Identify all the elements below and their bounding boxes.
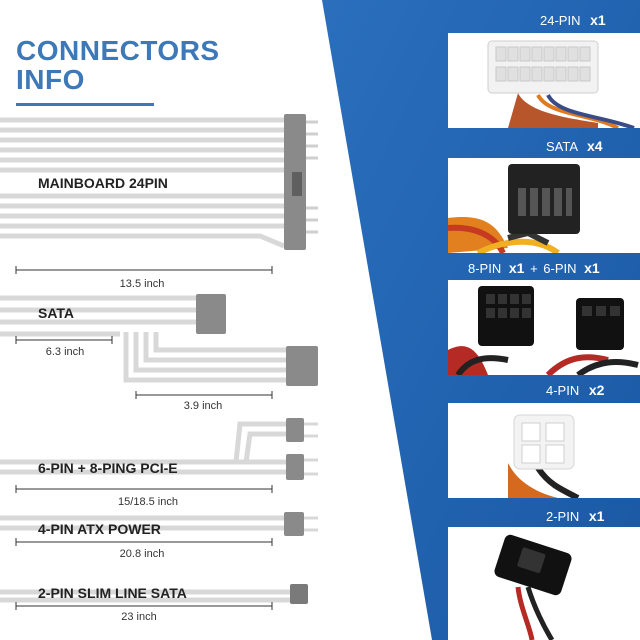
page-title: CONNECTORS INFO: [16, 36, 220, 94]
panel-header-4pin: 4-PIN x2: [546, 382, 604, 398]
title-underline: [16, 103, 154, 106]
panel-header-8pin-6pin: 8-PIN x1 + 6-PIN x1: [468, 260, 600, 276]
connector-name-2: 6-PIN: [543, 261, 577, 276]
connector-name: 8-PIN: [468, 261, 502, 276]
cable-diagram: [0, 114, 318, 610]
connector-qty-2: x1: [584, 260, 600, 276]
connector-qty: x1: [590, 12, 606, 28]
cable-label-sata: SATA: [38, 305, 75, 321]
panel-header-sata: SATA x4: [546, 138, 603, 154]
connector-photo-sata: [448, 158, 640, 253]
dimension-sata-2: 3.9 inch: [183, 400, 223, 412]
plus-sign: +: [530, 261, 538, 276]
connector-qty: x1: [588, 508, 605, 524]
connector-name: 4-PIN: [546, 383, 580, 398]
dimension-2pin-slim: 23 inch: [121, 611, 157, 623]
title-line-2: INFO: [16, 64, 85, 95]
dimension-mainboard: 13.5 inch: [119, 278, 165, 290]
connector-qty: x4: [586, 138, 603, 154]
connector-name: SATA: [546, 139, 578, 154]
connector-photo-2pin: [448, 527, 640, 640]
connector-name: 2-PIN: [546, 509, 580, 524]
cable-label-pcie: 6-PIN + 8-PING PCI-E: [38, 460, 178, 476]
cable-label-2pin-slim: 2-PIN SLIM LINE SATA: [38, 585, 187, 601]
connector-photo-8pin-6pin: [448, 280, 640, 375]
panel-header-24pin: 24-PIN x1: [540, 12, 606, 28]
connector-name: 24-PIN: [540, 13, 581, 28]
connector-photo-24pin: [448, 33, 640, 128]
cable-label-mainboard: MAINBOARD 24PIN: [38, 175, 168, 191]
dimension-sata-1: 6.3 inch: [45, 346, 85, 358]
connector-qty: x1: [508, 260, 525, 276]
connector-qty: x2: [588, 382, 605, 398]
title-line-1: CONNECTORS: [16, 35, 220, 66]
dimension-4pin-atx: 20.8 inch: [119, 548, 165, 560]
cable-label-4pin-atx: 4-PIN ATX POWER: [38, 521, 161, 537]
connector-photo-4pin: [448, 403, 640, 498]
panel-header-2pin: 2-PIN x1: [546, 508, 604, 524]
dimension-pcie: 15/18.5 inch: [118, 496, 178, 508]
